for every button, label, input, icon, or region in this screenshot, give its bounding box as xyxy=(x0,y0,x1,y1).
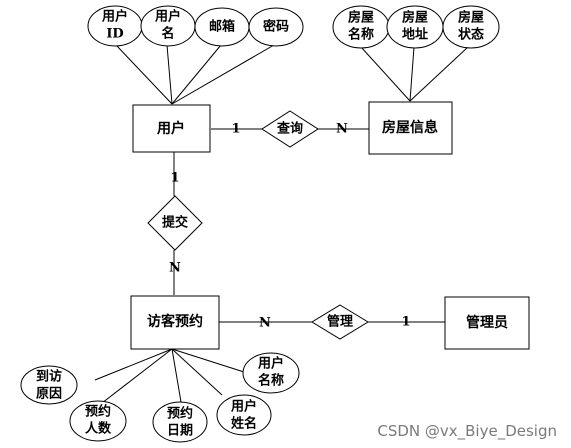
svg-text:地址: 地址 xyxy=(402,27,428,43)
svg-text:用户: 用户 xyxy=(157,120,185,137)
svg-text:管理: 管理 xyxy=(327,314,353,330)
relation-manage: 管理 xyxy=(311,304,369,340)
svg-text:日期: 日期 xyxy=(167,424,193,439)
svg-text:预约: 预约 xyxy=(85,404,111,420)
attr-user-name: 用户 名 xyxy=(140,5,196,47)
card-user-query: 1 xyxy=(231,122,240,137)
svg-text:到访: 到访 xyxy=(36,369,62,385)
card-query-house: N xyxy=(336,122,348,137)
attr-user-id: 用户 ID xyxy=(87,5,143,47)
visit-attributes: 到访 原因 预约 人数 预约 日期 用户 姓名 用户 名称 xyxy=(20,352,300,443)
csdn-watermark: CSDN @vx_Biye_Design xyxy=(377,422,557,440)
card-visit-manage: N xyxy=(259,316,271,331)
attr-visit-user-title: 用户 名称 xyxy=(242,352,300,394)
svg-text:状态: 状态 xyxy=(458,27,484,43)
relation-submit: 提交 xyxy=(147,195,203,251)
card-submit-visit: N xyxy=(169,261,181,276)
svg-text:密码: 密码 xyxy=(262,19,289,35)
svg-text:原因: 原因 xyxy=(36,387,62,402)
house-attributes: 房屋 名称 房屋 地址 房屋 状态 xyxy=(332,5,500,49)
attr-house-status: 房屋 状态 xyxy=(442,5,500,49)
attr-visit-date: 预约 日期 xyxy=(152,401,208,443)
attr-house-address: 房屋 地址 xyxy=(386,5,444,49)
entity-admin: 管理员 xyxy=(444,296,530,350)
svg-text:提交: 提交 xyxy=(162,215,188,231)
svg-text:预约: 预约 xyxy=(167,406,193,422)
attr-house-name: 房屋 名称 xyxy=(332,5,390,49)
entity-visit-reservation: 访客预约 xyxy=(130,295,220,350)
svg-text:ID: ID xyxy=(106,27,123,42)
entity-house-info: 房屋信息 xyxy=(368,101,453,155)
svg-text:管理员: 管理员 xyxy=(466,314,508,331)
card-manage-admin: 1 xyxy=(401,315,410,330)
attr-visit-people-count: 预约 人数 xyxy=(69,400,127,442)
svg-text:用户: 用户 xyxy=(257,356,284,372)
connector-lines xyxy=(94,44,469,404)
entity-user: 用户 xyxy=(132,104,211,153)
relation-query: 查询 xyxy=(261,110,319,148)
svg-text:人数: 人数 xyxy=(85,421,112,437)
svg-text:房屋: 房屋 xyxy=(458,10,484,26)
svg-text:邮箱: 邮箱 xyxy=(209,19,235,35)
svg-text:用户: 用户 xyxy=(230,399,257,415)
attr-user-password: 密码 xyxy=(248,7,304,47)
svg-text:名: 名 xyxy=(161,26,174,42)
cardinality-labels: 1 N 1 N N 1 xyxy=(169,122,410,331)
svg-text:访客预约: 访客预约 xyxy=(147,313,203,330)
attr-visit-reason: 到访 原因 xyxy=(20,365,78,405)
svg-text:房屋: 房屋 xyxy=(348,10,374,26)
svg-text:姓名: 姓名 xyxy=(230,416,257,432)
svg-text:用户: 用户 xyxy=(101,9,128,25)
card-user-submit: 1 xyxy=(170,171,179,186)
svg-text:查询: 查询 xyxy=(276,121,303,137)
svg-text:用户: 用户 xyxy=(154,9,181,25)
svg-text:名称: 名称 xyxy=(348,27,374,43)
svg-text:房屋: 房屋 xyxy=(402,10,428,26)
svg-text:房屋信息: 房屋信息 xyxy=(382,119,438,136)
attr-visit-user-fullname: 用户 姓名 xyxy=(216,394,272,436)
svg-text:名称: 名称 xyxy=(258,373,284,389)
user-attributes: 用户 ID 用户 名 邮箱 密码 xyxy=(87,5,304,47)
attr-user-email: 邮箱 xyxy=(194,7,250,47)
